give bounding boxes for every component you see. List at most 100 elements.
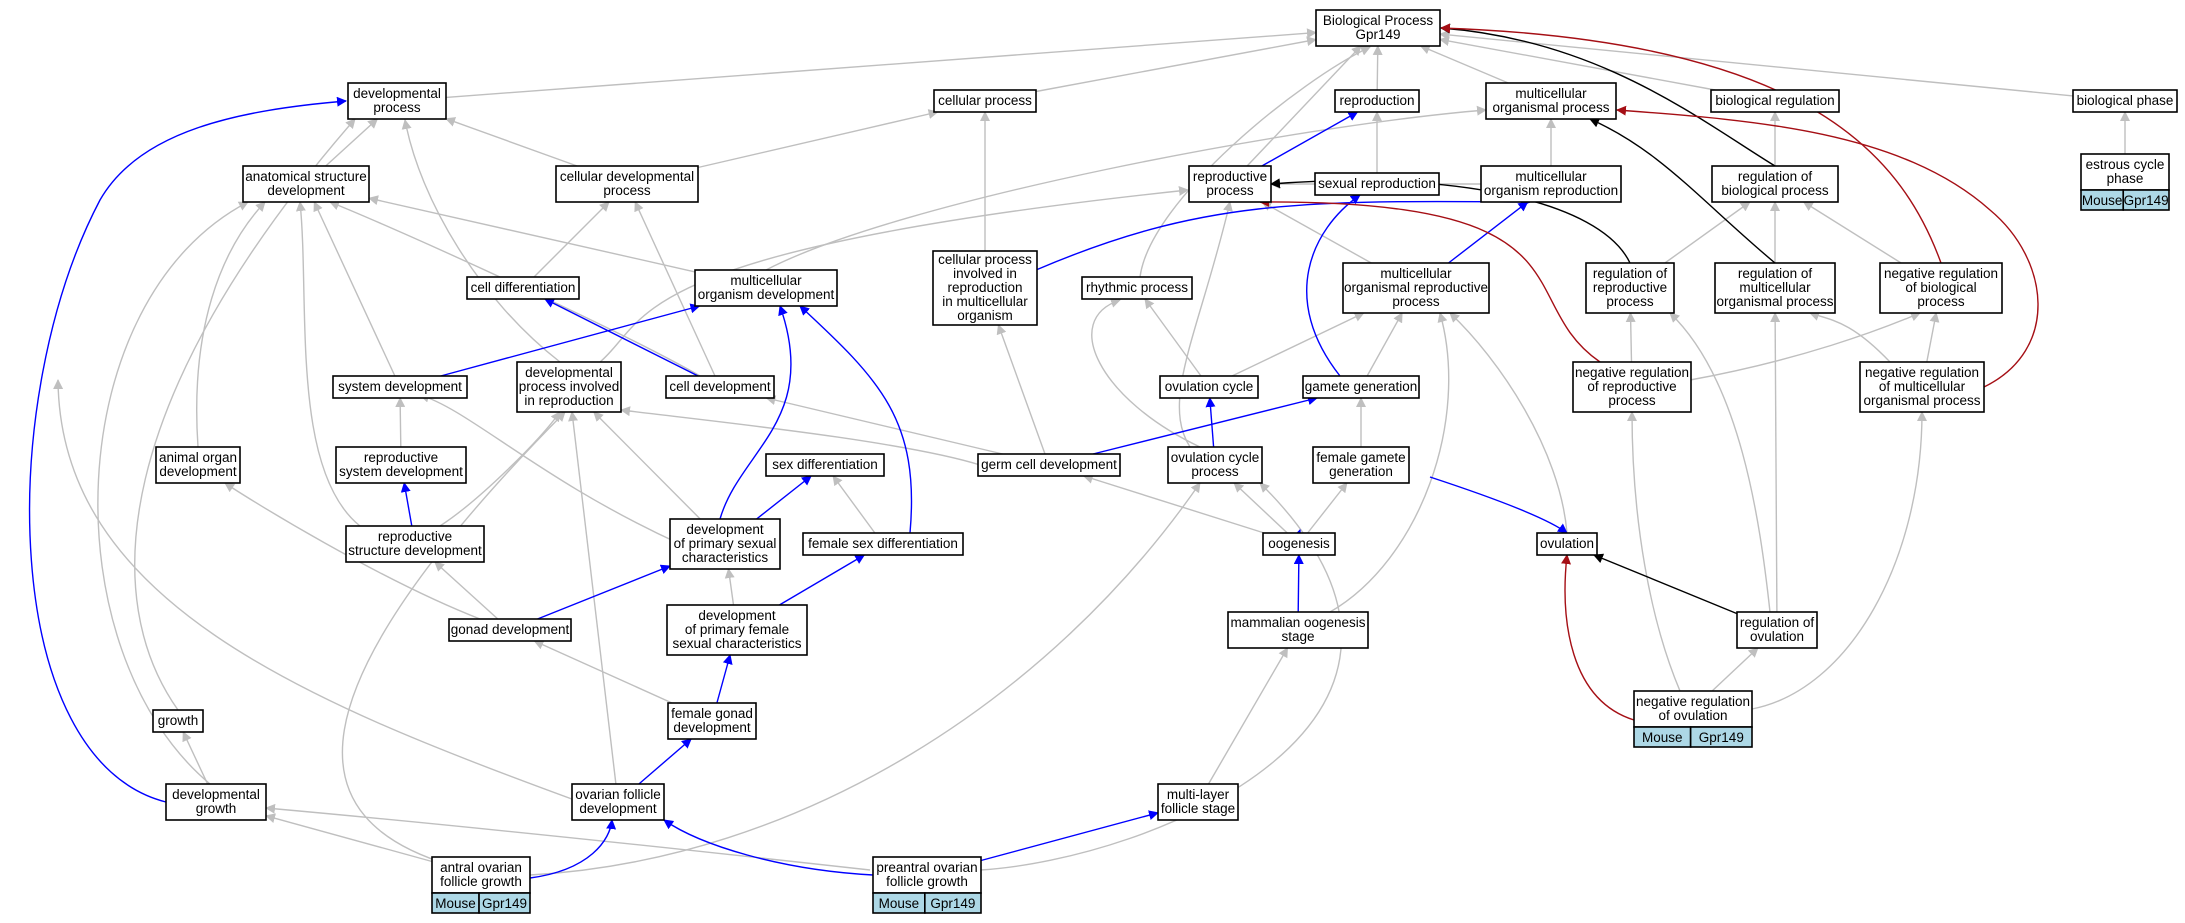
edge-antral-to-devgrowth [265,813,433,863]
term-node-ovulation[interactable]: ovulation [1536,532,1598,556]
term-label-line: organismal reproductive [1344,280,1488,295]
edge-ovcycle-to-rhythmic [1144,298,1202,377]
edge-cellproc-to-bp [1035,36,1317,93]
term-box [571,783,665,821]
term-label-line: phase [2107,171,2144,186]
edge-negregov-to-ovulation [1561,554,1635,721]
term-label-line: process [1606,294,1654,309]
term-label-line: of primary sexual [674,536,777,551]
term-node-growth[interactable]: growth [152,709,204,733]
term-label-line: animal organ [159,450,237,465]
term-label-line: sexual reproduction [1318,176,1436,191]
edge-devprimsex-to-devprocrepro [593,411,701,520]
term-box [666,604,808,656]
edge-oogenesis-to-germcell [1082,473,1265,534]
term-label-line: multicellular [730,273,802,288]
term-node-oogenesis[interactable]: oogenesis [1262,532,1336,556]
term-node-biophase[interactable]: biological phase [2072,89,2178,113]
edge-gamgen-to-multiorgrepro [1366,312,1403,377]
term-node-gonaddev[interactable]: gonad development [448,618,572,642]
term-node-celldiff[interactable]: cell differentiation [466,276,580,300]
term-label-line: ovulation cycle [1165,379,1254,394]
edge-mamoog-to-oogenesis [1293,554,1304,613]
term-box [155,446,241,484]
term-label-line: cell development [669,379,771,394]
edge-biophase-to-bp [1439,29,2074,97]
term-label-line: ovulation cycle [1171,450,1260,465]
term-box [466,276,580,300]
term-node-bioreg[interactable]: biological regulation [1710,89,1840,113]
term-node-repro[interactable]: reproduction [1334,89,1420,113]
term-label-line: reproductive [1193,169,1267,184]
term-label-line: organismal process [1716,294,1833,309]
term-node-gamgen[interactable]: gamete generation [1302,375,1420,399]
edge-devprimfem-to-devprimsex [724,568,735,606]
term-node-sexdiff[interactable]: sex differentiation [765,453,885,477]
edge-devprimfem-to-femsexdiff [779,554,866,606]
term-label-line: growth [196,801,237,816]
term-label-line: reproductive [364,450,438,465]
term-node-rhythmic[interactable]: rhythmic process [1081,276,1193,300]
term-label-line: cell differentiation [471,280,576,295]
gene-cell [478,892,531,914]
term-label-line: growth [158,713,199,728]
edge-negregov-to-negregrepro [1627,411,1681,692]
term-label-line: process [1392,294,1440,309]
term-node-celldev[interactable]: cell development [665,375,775,399]
edge-reproproc-to-bp [1246,45,1362,167]
edge-ovfoll-to-femgonad [638,738,692,785]
term-label-line: negative regulation [1865,365,1979,380]
term-label-line: of ovulation [1658,708,1727,723]
term-node-femsexdiff[interactable]: female sex differentiation [802,532,964,556]
edge-antral-to-ovcycleproc [529,482,1201,876]
edge-oogenesis-to-femgamgen [1307,482,1348,534]
gene-cell [1689,726,1753,748]
term-node-ovcycle[interactable]: ovulation cycle [1159,375,1259,399]
term-node-germcell[interactable]: germ cell development [977,453,1121,477]
term-box [872,856,982,894]
term-box [765,453,885,477]
term-label-line: regulation of [1738,266,1813,281]
term-label-line: reproductive [1593,280,1667,295]
term-node-sysdev[interactable]: system development [332,375,468,399]
term-node-sexrepro[interactable]: sexual reproduction [1314,172,1440,196]
term-label-line: characteristics [682,550,769,565]
term-node-cellproc[interactable]: cellular process [933,89,1037,113]
term-label-line: of multicellular [1879,379,1966,394]
